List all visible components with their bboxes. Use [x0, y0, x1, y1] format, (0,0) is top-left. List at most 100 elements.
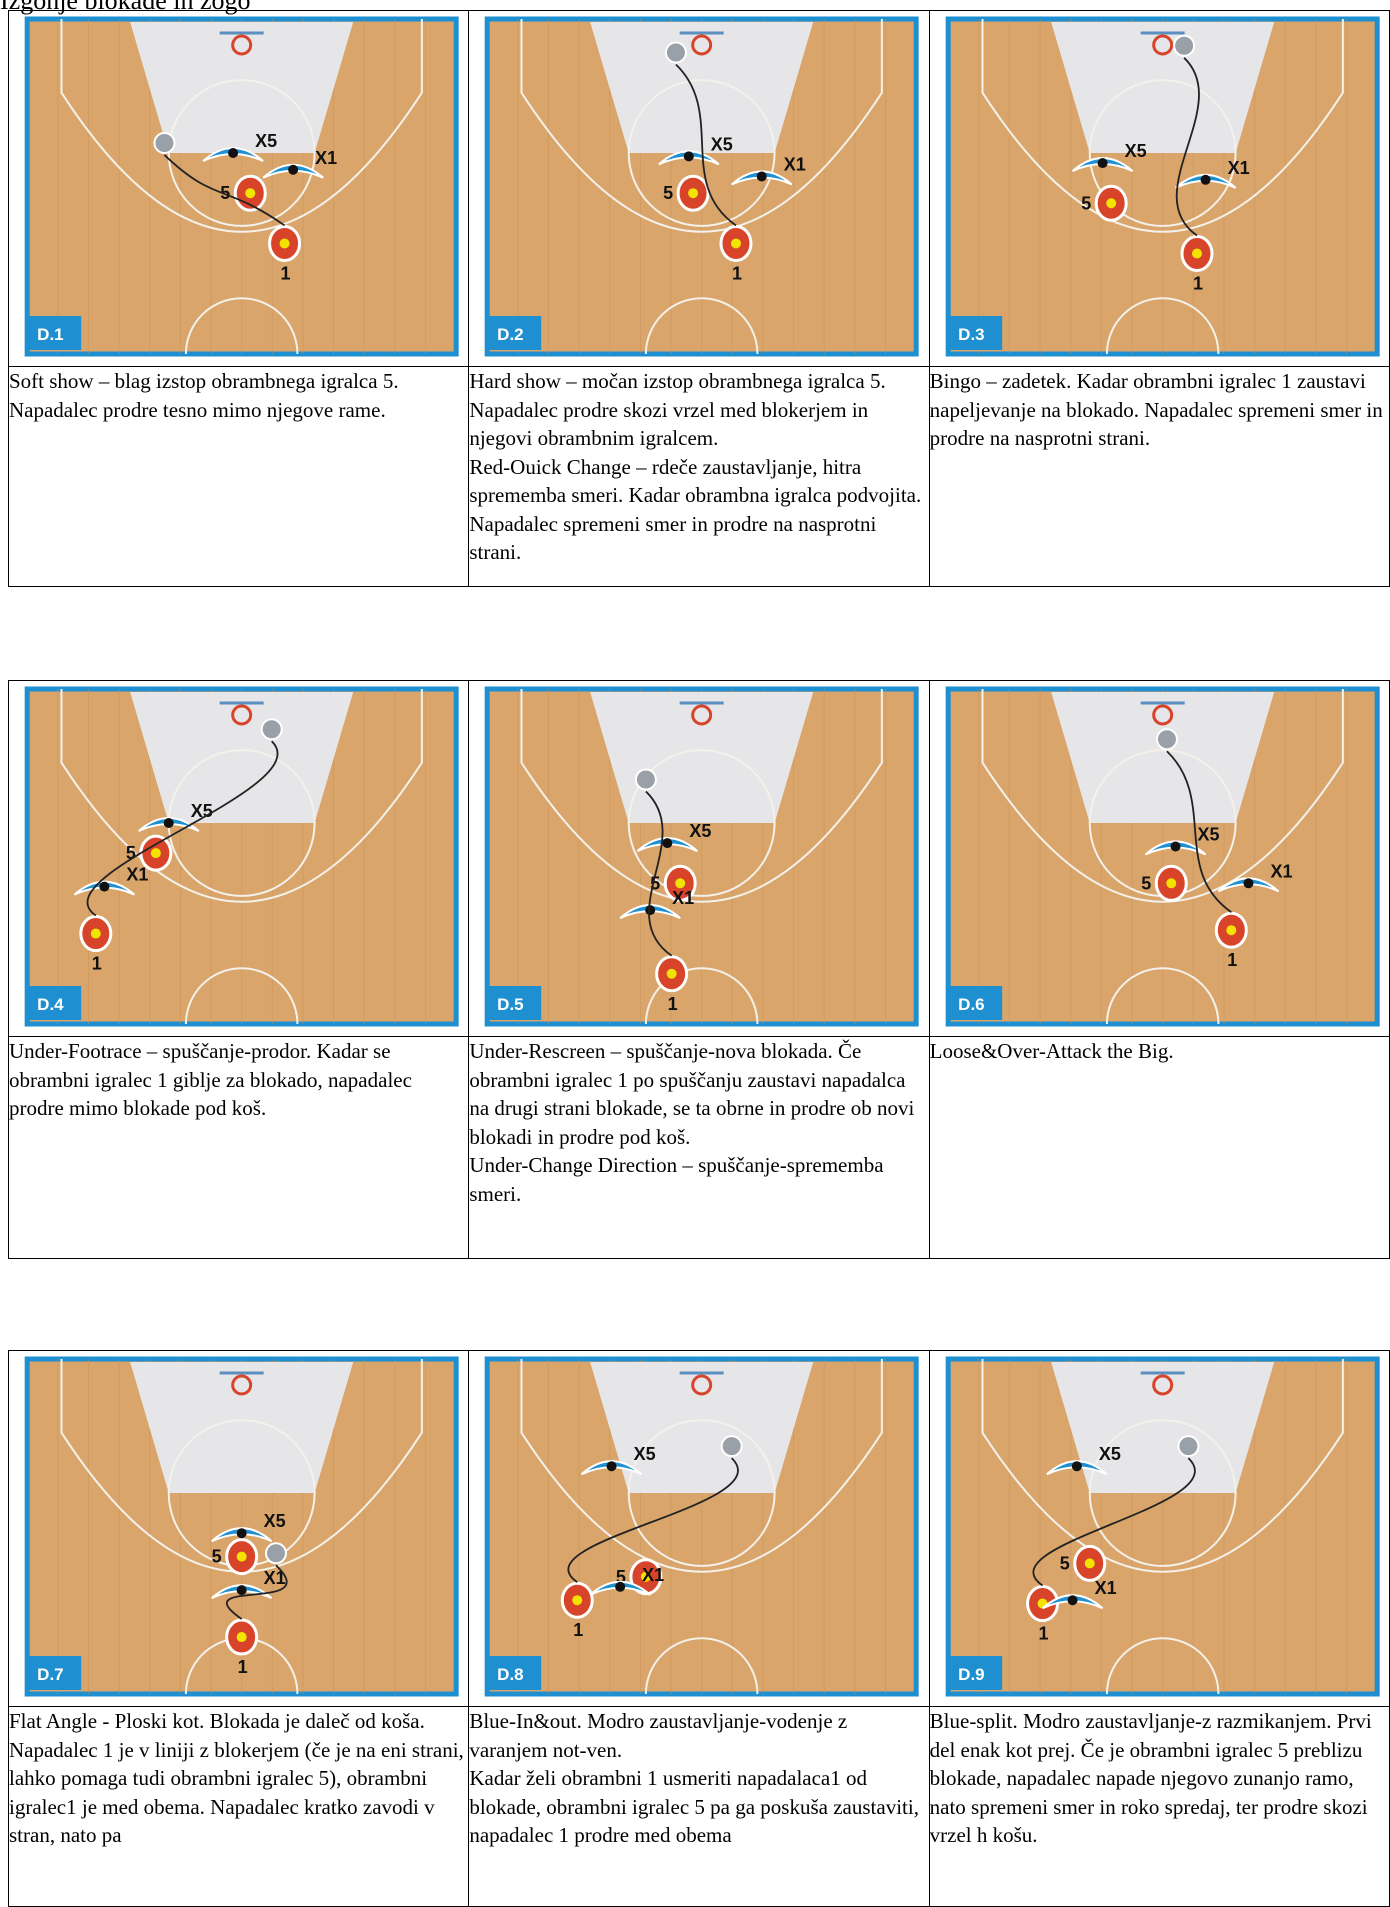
- diagram-badge-label: D.8: [497, 1665, 523, 1684]
- defender-label: X5: [264, 1511, 286, 1531]
- ghost-player: [1174, 36, 1194, 56]
- paint-area: [1051, 1362, 1274, 1493]
- defender-player: [1243, 878, 1253, 888]
- defender-label: X1: [315, 148, 337, 168]
- defender-label: X1: [1227, 158, 1249, 178]
- defender-player: [615, 1582, 625, 1592]
- defender-player: [228, 148, 238, 158]
- player-number: 5: [1081, 193, 1091, 213]
- caption-text: Bingo – zadetek. Kadar obrambni igralec …: [930, 367, 1389, 453]
- caption-cell: Bingo – zadetek. Kadar obrambni igralec …: [929, 367, 1389, 587]
- defender-player: [1072, 1461, 1082, 1471]
- defender-player: [607, 1461, 617, 1471]
- player-number: 1: [574, 1620, 584, 1640]
- defender-player: [237, 1585, 247, 1595]
- player-number: 1: [1227, 950, 1237, 970]
- defender-label: X5: [1124, 141, 1146, 161]
- caption-text: Blue-split. Modro zaustavljanje-z razmik…: [930, 1707, 1389, 1850]
- ball-icon: [667, 969, 677, 979]
- caption-text: Under-Rescreen – spuščanje-nova blokada.…: [469, 1037, 928, 1208]
- player-number: 1: [92, 954, 102, 974]
- defender-player: [757, 171, 767, 181]
- diagram-badge-label: D.3: [958, 325, 984, 344]
- player-number: 1: [1038, 1624, 1048, 1644]
- defender-player: [1067, 1595, 1077, 1605]
- ball-icon: [237, 1552, 247, 1562]
- ball-icon: [1084, 1558, 1094, 1568]
- ghost-player: [154, 133, 174, 153]
- defender-label: X1: [1094, 1578, 1116, 1598]
- ball-icon: [573, 1595, 583, 1605]
- ghost-player: [1157, 729, 1177, 749]
- paint-area: [590, 1362, 813, 1493]
- defender-label: X5: [1099, 1444, 1121, 1464]
- ghost-player: [722, 1436, 742, 1456]
- paint-area: [130, 1362, 353, 1493]
- court-diagram: 51X5X1D.7: [9, 1351, 468, 1706]
- player-number: 1: [238, 1657, 248, 1677]
- defender-label: X5: [690, 821, 712, 841]
- caption-text: Soft show – blag izstop obrambnega igral…: [9, 367, 468, 424]
- caption-text: Under-Footrace – spuščanje-prodor. Kadar…: [9, 1037, 468, 1123]
- defender-player: [1200, 175, 1210, 185]
- ball-icon: [237, 1632, 247, 1642]
- ghost-player: [266, 1543, 286, 1563]
- caption-cell: Under-Footrace – spuščanje-prodor. Kadar…: [9, 1037, 469, 1259]
- defender-label: X5: [255, 131, 277, 151]
- caption-cell: Soft show – blag izstop obrambnega igral…: [9, 367, 469, 587]
- caption-cell: Under-Rescreen – spuščanje-nova blokada.…: [469, 1037, 929, 1259]
- diagram-cell: 51X5X1D.5: [469, 681, 929, 1037]
- defender-label: X1: [1270, 861, 1292, 881]
- player-number: 1: [732, 263, 742, 283]
- paint-area: [130, 692, 353, 823]
- player-number: 5: [212, 1547, 222, 1567]
- diagram-badge-label: D.6: [958, 995, 984, 1014]
- ball-icon: [1106, 198, 1116, 208]
- player-number: 5: [1059, 1553, 1069, 1573]
- defender-player: [288, 165, 298, 175]
- ghost-player: [636, 769, 656, 789]
- player-number: 1: [668, 994, 678, 1014]
- defender-label: X5: [634, 1444, 656, 1464]
- defender-label: X1: [673, 888, 695, 908]
- defender-player: [684, 151, 694, 161]
- court-diagram: 51X5X1D.5: [469, 681, 928, 1036]
- defender-player: [1097, 158, 1107, 168]
- defender-player: [1170, 841, 1180, 851]
- player-number: 5: [1141, 873, 1151, 893]
- paint-area: [1051, 692, 1274, 823]
- ball-icon: [1192, 249, 1202, 259]
- caption-cell: Loose&Over-Attack the Big.: [929, 1037, 1389, 1259]
- defender-label: X5: [1197, 824, 1219, 844]
- ball-icon: [688, 188, 698, 198]
- ball-icon: [676, 878, 686, 888]
- caption-text: Loose&Over-Attack the Big.: [930, 1037, 1389, 1066]
- defender-label: X1: [642, 1565, 664, 1585]
- caption-text: Hard show – močan izstop obrambnega igra…: [469, 367, 928, 567]
- ball-icon: [151, 848, 161, 858]
- defender-label: X1: [126, 865, 148, 885]
- defender-label: X1: [784, 154, 806, 174]
- caption-text: Blue-In&out. Modro zaustavljanje-vodenje…: [469, 1707, 928, 1850]
- caption-cell: Hard show – močan izstop obrambnega igra…: [469, 367, 929, 587]
- defender-player: [663, 838, 673, 848]
- defender-player: [164, 818, 174, 828]
- caption-cell: Blue-In&out. Modro zaustavljanje-vodenje…: [469, 1707, 929, 1907]
- ghost-player: [666, 43, 686, 63]
- defender-player: [99, 882, 109, 892]
- paint-area: [1051, 22, 1274, 153]
- diagram-badge-label: D.1: [37, 325, 63, 344]
- defender-label: X5: [711, 134, 733, 154]
- defender-player: [237, 1528, 247, 1538]
